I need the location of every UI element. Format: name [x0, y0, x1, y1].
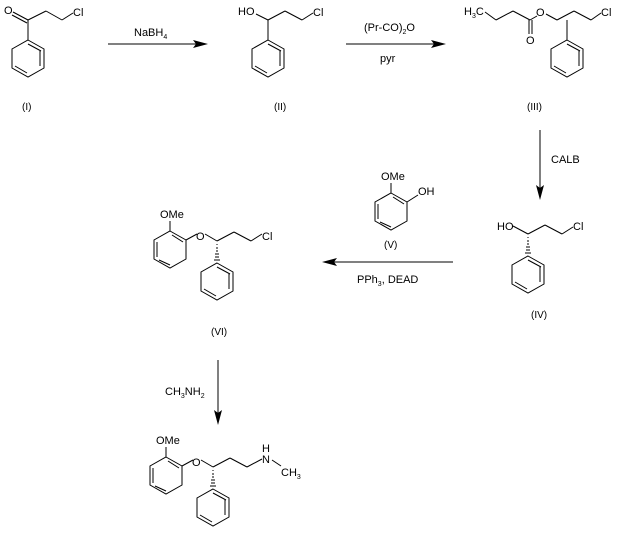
reagent-nabh4: NaBH4 — [134, 27, 167, 41]
benzene-ring — [550, 39, 584, 78]
bond — [233, 231, 252, 242]
compound-label-iii: (III) — [527, 102, 542, 113]
atom-o-ether: O — [196, 231, 205, 243]
bond — [11, 14, 28, 24]
atom-cl: Cl — [73, 7, 83, 19]
bond — [284, 10, 303, 21]
hashed-wedge-bond — [210, 470, 216, 487]
bond — [12, 11, 29, 21]
bond — [229, 457, 248, 468]
hashed-wedge-bond — [525, 237, 531, 254]
atom-ch3: CH3 — [281, 467, 301, 481]
reagent-pyridine: pyr — [380, 53, 396, 65]
reaction-arrow-5: CH3NH2 — [165, 360, 222, 425]
atom-cl: Cl — [262, 231, 272, 243]
atom-o-ether: O — [192, 457, 201, 469]
bond — [495, 10, 514, 21]
benzene-ring — [374, 192, 408, 231]
methoxyphenyl-ring — [153, 230, 187, 269]
bond — [529, 15, 538, 21]
bond — [484, 11, 497, 21]
bond — [250, 233, 263, 242]
bond — [406, 194, 419, 203]
atom-ome: OMe — [381, 171, 405, 183]
compound-label-v: (V) — [384, 240, 397, 251]
benzene-ring — [11, 39, 45, 78]
bond — [45, 10, 63, 21]
phenyl-ring — [196, 488, 230, 527]
atom-cl: Cl — [573, 221, 583, 233]
compound-vi: OMe O Cl (VI) — [153, 209, 272, 338]
bond — [271, 459, 282, 467]
phenyl-ring — [200, 262, 234, 301]
bond — [200, 459, 214, 468]
bond — [61, 12, 74, 21]
bond — [212, 457, 231, 468]
atom-cl: Cl — [313, 7, 323, 19]
compound-ii: HO Cl (II) — [238, 6, 323, 113]
bond — [544, 224, 563, 235]
compound-i: O Cl (I) — [4, 5, 83, 113]
reagent-mitsunobu: PPh3, DEAD — [357, 274, 418, 288]
compound-iii: H3C O O Cl (III) — [464, 6, 611, 113]
reaction-arrow-1: NaBH4 — [108, 27, 208, 48]
atom-ome: OMe — [156, 435, 180, 447]
bond — [267, 10, 286, 21]
atom-o-carbonyl: O — [526, 35, 535, 47]
atom-n: N — [262, 454, 270, 466]
reagent-calb: CALB — [551, 154, 580, 166]
compound-iv: HO Cl (IV) — [497, 221, 583, 321]
atom-cl: Cl — [601, 7, 611, 19]
atom-ho: HO — [497, 221, 514, 233]
reagent-anhydride: (Pr-CO)2O — [364, 22, 415, 36]
compound-label-vi: (VI) — [211, 327, 227, 338]
bond — [512, 225, 529, 235]
bond — [545, 13, 558, 21]
bond — [27, 10, 47, 21]
final-product: OMe O H N CH3 — [149, 435, 301, 527]
bond — [527, 224, 546, 235]
reaction-arrow-3: CALB — [536, 130, 580, 200]
reagent-methylamine: CH3NH2 — [165, 386, 205, 400]
compound-v: OMe OH (V) — [374, 171, 435, 251]
bond — [204, 233, 218, 242]
atom-ome: OMe — [160, 209, 184, 221]
methoxyphenyl-ring — [149, 456, 183, 495]
atom-o: O — [4, 5, 13, 17]
bond — [255, 13, 269, 21]
atom-h: H — [262, 443, 270, 455]
bond — [246, 458, 263, 468]
compound-label-ii: (II) — [274, 102, 286, 113]
bond — [181, 459, 194, 467]
reaction-arrow-4: PPh3, DEAD — [322, 258, 453, 288]
bond — [216, 231, 235, 242]
bond — [512, 10, 531, 21]
bond — [556, 10, 575, 21]
bond — [573, 10, 592, 21]
hashed-wedge-bond — [214, 244, 220, 261]
bond — [185, 233, 198, 241]
reaction-arrow-2: (Pr-CO)2O pyr — [346, 22, 446, 65]
compound-label-i: (I) — [22, 102, 31, 113]
bond — [590, 12, 602, 21]
bond — [301, 12, 314, 21]
atom-ch3: H3C — [464, 6, 484, 20]
atom-o-ester: O — [536, 7, 545, 19]
bond — [561, 226, 574, 235]
benzene-ring — [251, 39, 285, 78]
compound-label-iv: (IV) — [531, 310, 547, 321]
atom-ho: HO — [238, 6, 255, 18]
benzene-ring — [511, 255, 545, 294]
atom-oh: OH — [418, 186, 435, 198]
